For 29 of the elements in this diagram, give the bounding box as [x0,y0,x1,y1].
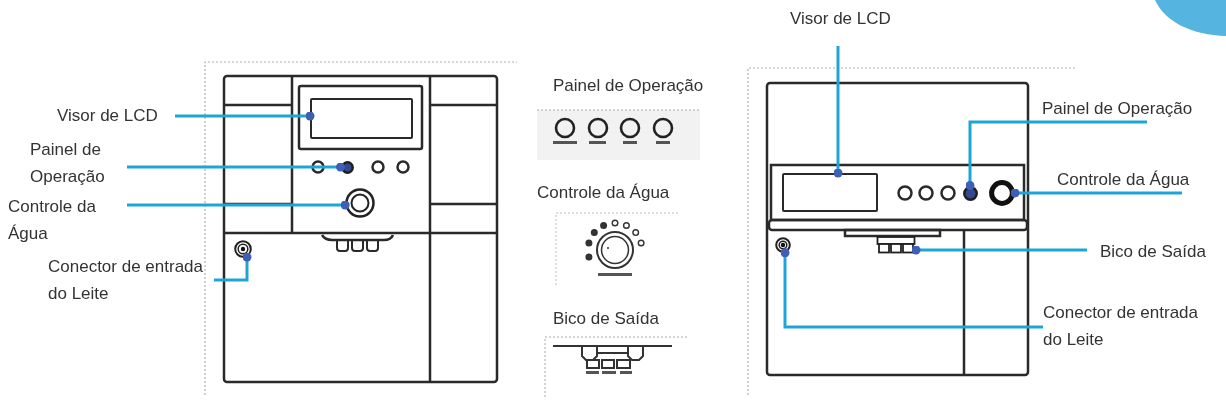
callout-label: Conector de entrada do Leite [1043,303,1198,349]
leader-line [127,200,350,210]
lcd-screen [310,98,413,139]
inlet-port [775,237,791,253]
callout-label: Bico de Saída [1100,242,1206,261]
leader-line [833,46,843,178]
leader-line [911,245,1087,255]
callout-label: Painel de Operação [30,140,105,186]
leader-line [175,111,315,121]
leader-line [780,248,1043,329]
leader-line [214,252,252,282]
control-knob [989,180,1015,206]
callout-label: Conector de entrada do Leite [48,257,203,303]
detail-heading: Bico de Saída [553,308,659,330]
leader-line [1010,188,1182,198]
callout-label: Visor de LCD [57,106,158,125]
leader-line [965,120,1147,190]
inlet-port [234,240,252,258]
leader-line [127,162,345,172]
callout-label: Visor de LCD [790,9,891,28]
callout-label: Painel de Operação [1042,99,1193,118]
lcd-screen [782,173,878,212]
detail-heading: Controle da Água [537,182,670,204]
outlet-nozzle [876,236,916,254]
panel-button [340,160,354,174]
callout-label: Controle da Água [8,197,96,243]
detail-heading: Painel de Operação [553,75,704,97]
control-knob [345,188,375,218]
callout-label: Controle da Água [1057,170,1190,189]
